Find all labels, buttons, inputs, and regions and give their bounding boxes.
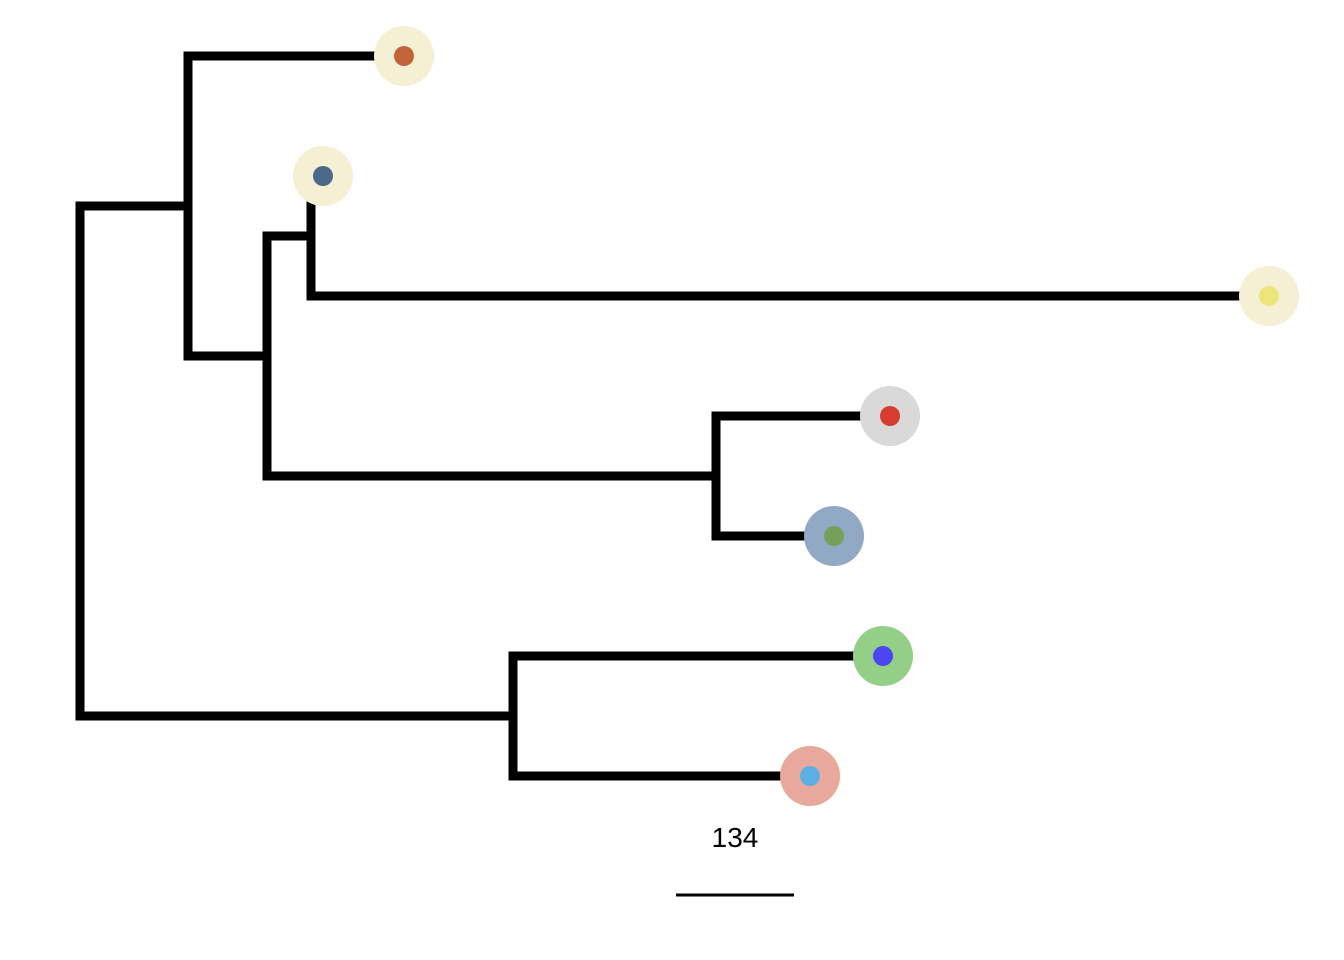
leaf-node-2: [293, 146, 353, 206]
leaf-4-inner-marker: [880, 406, 900, 426]
scale-bar-label: 134: [712, 822, 759, 853]
leaf-node-1: [374, 26, 434, 86]
leaf-5-inner-marker: [824, 526, 844, 546]
leaf-node-7: [780, 746, 840, 806]
leaf-node-5: [804, 506, 864, 566]
leaf-2-inner-marker: [313, 166, 333, 186]
leaf-node-6: [853, 626, 913, 686]
leaf-node-3: [1239, 266, 1299, 326]
leaf-node-4: [860, 386, 920, 446]
leaf-7-inner-marker: [800, 766, 820, 786]
scale-bar: 134: [676, 822, 794, 897]
leaf-6-inner-marker: [873, 646, 893, 666]
leaf-markers: [293, 26, 1299, 806]
tree-branches: [75, 51, 1274, 781]
leaf-1-inner-marker: [394, 46, 414, 66]
leaf-3-inner-marker: [1259, 286, 1279, 306]
